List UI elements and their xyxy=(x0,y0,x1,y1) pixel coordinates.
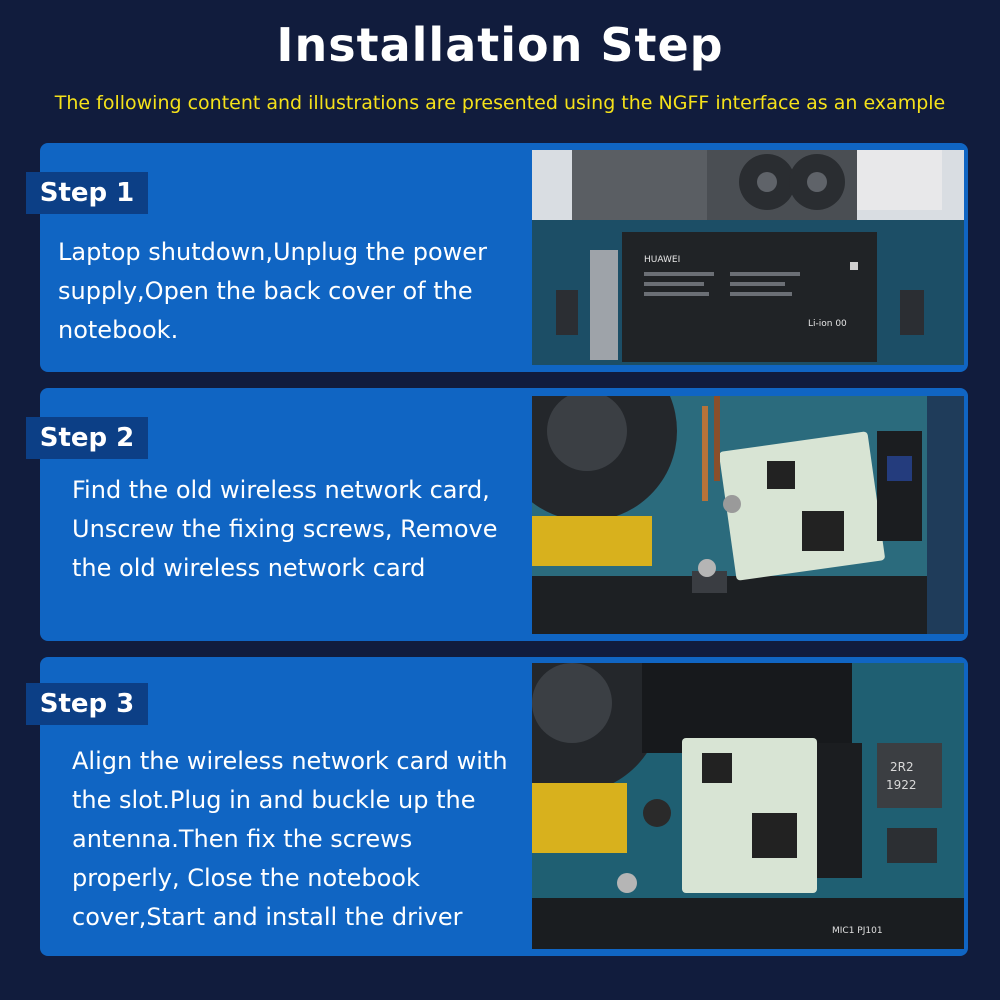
battery-brand-text: HUAWEI xyxy=(644,255,680,265)
chip-bottom-text: 1922 xyxy=(886,778,917,792)
page-title: Installation Step xyxy=(276,18,724,72)
step-label-2: Step 2 xyxy=(26,417,148,459)
step-label-1: Step 1 xyxy=(26,172,148,214)
step-photo-3: 2R2 1922 MIC1 PJ101 xyxy=(532,663,964,949)
battery-cell-text: Li-ion 00 xyxy=(808,319,847,329)
chip-top-text: 2R2 xyxy=(890,760,914,774)
step-text-3: Align the wireless network card with the… xyxy=(72,747,508,931)
step-label-3: Step 3 xyxy=(26,683,148,725)
step-text-2: Find the old wireless network card, Unsc… xyxy=(72,476,498,582)
board-label-text: MIC1 PJ101 xyxy=(832,926,883,936)
page-subtitle: The following content and illustrations … xyxy=(54,92,946,114)
step-photo-2 xyxy=(532,396,964,634)
step-text-1: Laptop shutdown,Unplug the power supply,… xyxy=(58,238,487,344)
step-photo-1: HUAWEI Li-ion 00 xyxy=(532,150,964,365)
